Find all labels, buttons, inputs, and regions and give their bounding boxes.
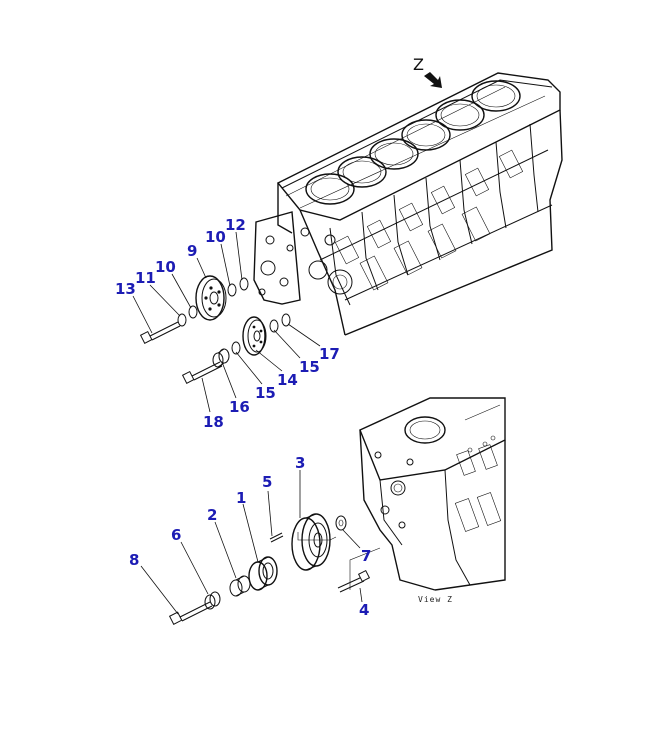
bolt-13 [139, 321, 181, 344]
view-z-caption: View Z [418, 595, 453, 604]
part-labels: 1 2 3 4 5 6 7 8 9 10 10 11 12 13 14 15 1… [115, 216, 371, 619]
label-part-1: 1 [236, 489, 246, 507]
washer-15-right [269, 319, 279, 333]
cylinder-bores [305, 80, 521, 205]
washer-17 [281, 313, 291, 327]
cylinder-block-upper [253, 72, 563, 336]
washer-11 [177, 313, 187, 327]
bolt-4 [337, 569, 371, 593]
assembly-axis-lines [297, 532, 381, 590]
label-part-5: 5 [262, 473, 272, 491]
label-part-10-upper: 10 [205, 228, 226, 246]
bushing-2 [229, 575, 251, 597]
label-part-10-lower: 10 [155, 258, 176, 276]
washer-10-left [188, 305, 198, 319]
washer-7 [335, 515, 347, 531]
label-part-17: 17 [319, 345, 340, 363]
idler-gear-9 [195, 275, 227, 321]
label-part-4: 4 [359, 601, 369, 619]
label-part-18: 18 [203, 413, 224, 431]
label-part-3: 3 [295, 454, 305, 472]
washer-12 [239, 277, 249, 291]
bearing-1 [248, 556, 278, 591]
label-part-14: 14 [277, 371, 298, 389]
label-part-9: 9 [187, 242, 197, 260]
label-part-6: 6 [171, 526, 181, 544]
washer-15-left [231, 341, 241, 355]
label-part-7: 7 [361, 547, 371, 565]
label-part-16: 16 [229, 398, 250, 416]
view-z-tag: Z [413, 55, 424, 74]
label-part-15-upper: 15 [299, 358, 320, 376]
label-part-2: 2 [207, 506, 217, 524]
label-part-15-lower: 15 [255, 384, 276, 402]
pin-5 [269, 532, 284, 543]
label-part-12: 12 [225, 216, 246, 234]
bolt-18 [181, 361, 223, 384]
washer-10-right [227, 283, 237, 297]
idler-gear-14 [242, 316, 267, 356]
washer-6 [204, 591, 221, 610]
sleeve-16 [212, 348, 230, 368]
bolt-8 [168, 601, 213, 625]
label-part-13: 13 [115, 280, 136, 298]
cylinder-block-lower-view-z [359, 397, 506, 591]
view-z-arrow [424, 72, 442, 88]
label-part-8: 8 [129, 551, 139, 569]
label-part-11: 11 [135, 269, 156, 287]
leader-lines [132, 231, 363, 615]
gear-3 [291, 513, 331, 571]
